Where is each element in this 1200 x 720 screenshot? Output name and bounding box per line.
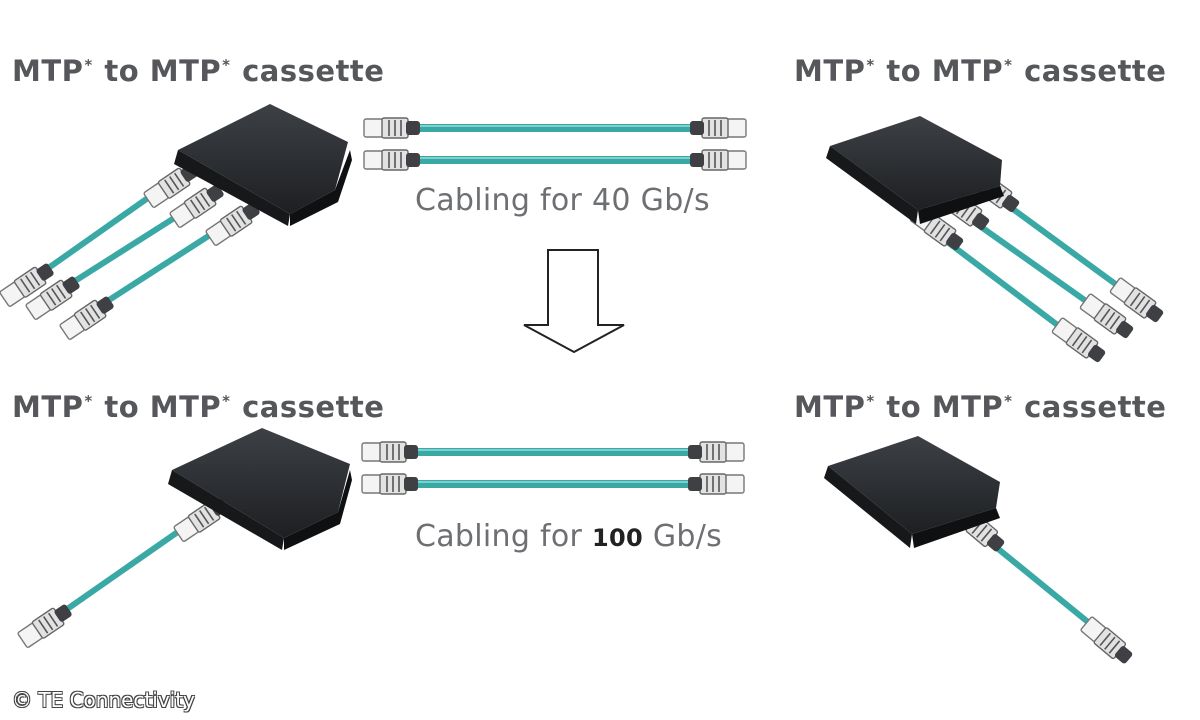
bottom-right-cassette [824,436,1137,668]
bottom-caption: Cabling for 100 Gb/s [415,519,723,554]
bottom-patch-cable-1 [362,442,744,462]
top-left-label: MTP* to MTP* cassette [12,54,385,88]
bottom-right-label: MTP* to MTP* cassette [794,390,1167,424]
top-patch-cable-2 [364,150,746,170]
top-right-cassette [826,116,1167,367]
top-patch-cable-1 [364,118,746,138]
bottom-left-cassette [16,428,352,650]
bottom-left-label: MTP* to MTP* cassette [12,390,385,424]
top-caption: Cabling for 40 Gb/s [415,183,710,218]
down-arrow-icon [523,249,625,354]
top-right-label: MTP* to MTP* cassette [794,54,1167,88]
top-left-cassette [0,104,352,342]
copyright-credit: © TE Connectivity [12,688,195,712]
bottom-patch-cable-2 [362,474,744,494]
